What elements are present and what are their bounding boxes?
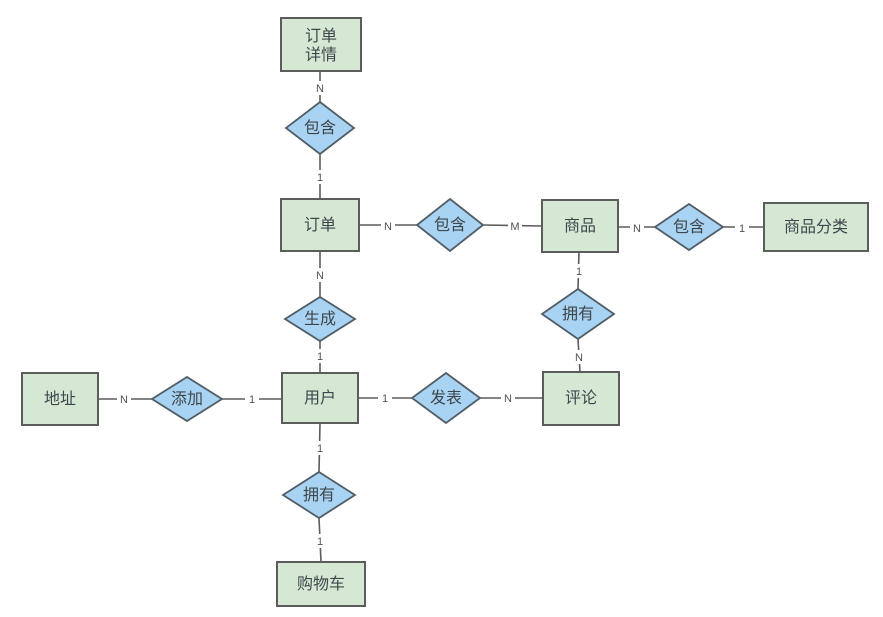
entity-address-label: 地址	[44, 390, 76, 408]
cardinality-product-contains3: N	[630, 221, 644, 235]
entity-address: 地址	[21, 372, 99, 426]
relation-generates-order-user: 生成	[283, 295, 357, 343]
relation-contains-product-category: 包含	[653, 202, 725, 252]
entity-order-detail-label-line1: 订单	[305, 27, 337, 45]
cardinality-contains3-category: 1	[735, 221, 749, 235]
cardinality-text: N	[384, 221, 392, 233]
cardinality-contains2-product: M	[508, 219, 522, 233]
cardinality-text: N	[316, 270, 324, 282]
relation-contains-order-product: 包含	[415, 197, 485, 253]
relation-publishes-user-comment-label: 发表	[430, 389, 462, 407]
cardinality-generates-user: 1	[313, 349, 327, 363]
relation-contains-orderdetail-order-label: 包含	[304, 119, 336, 137]
entity-order-detail: 订单 详情	[280, 17, 362, 72]
entity-comment-label: 评论	[565, 389, 597, 407]
entity-user: 用户	[281, 372, 359, 424]
cardinality-owns2-cart: 1	[313, 534, 327, 548]
relation-owns-product-comment: 拥有	[540, 287, 616, 341]
relation-owns-user-cart: 拥有	[281, 470, 357, 520]
cardinality-text: 1	[382, 393, 388, 405]
cardinality-adds-user: 1	[245, 392, 259, 406]
relation-contains-product-category-label: 包含	[673, 218, 705, 236]
cardinality-text: N	[120, 394, 128, 406]
cardinality-text: N	[504, 393, 512, 405]
cardinality-text: 1	[317, 351, 323, 363]
relation-contains-orderdetail-order: 包含	[284, 100, 356, 156]
entity-order-label: 订单	[304, 216, 336, 234]
relation-adds-address-user: 添加	[150, 375, 224, 423]
entity-product-label: 商品	[564, 217, 596, 235]
cardinality-contains-order: 1	[313, 170, 327, 184]
cardinality-text: 1	[249, 394, 255, 406]
cardinality-text: 1	[576, 266, 582, 278]
cardinality-text: N	[633, 223, 641, 235]
cardinality-order-contains2: N	[381, 219, 395, 233]
entity-cart: 购物车	[276, 561, 366, 607]
entity-cart-label: 购物车	[297, 575, 345, 593]
cardinality-text: N	[575, 352, 583, 364]
entity-order-detail-label-line2: 详情	[305, 46, 337, 64]
cardinality-owns-comment: N	[572, 350, 586, 364]
cardinality-text: 1	[317, 443, 323, 455]
entity-comment: 评论	[542, 371, 620, 426]
entity-product: 商品	[541, 199, 619, 253]
entity-order: 订单	[280, 198, 360, 252]
entity-product-category: 商品分类	[763, 202, 869, 252]
relation-owns-user-cart-label: 拥有	[303, 486, 335, 504]
cardinality-user-owns2: 1	[313, 441, 327, 455]
entity-user-label: 用户	[304, 389, 336, 407]
cardinality-publishes-comment: N	[501, 391, 515, 405]
cardinality-order-generates: N	[313, 268, 327, 282]
relation-owns-product-comment-label: 拥有	[562, 305, 594, 323]
edges	[98, 71, 764, 563]
relation-adds-address-user-label: 添加	[171, 390, 203, 408]
cardinality-text: 1	[317, 172, 323, 184]
cardinality-text: 1	[739, 223, 745, 235]
relation-publishes-user-comment: 发表	[410, 371, 482, 425]
relation-contains-order-product-label: 包含	[434, 216, 466, 234]
cardinality-text: N	[316, 83, 324, 95]
cardinality-product-owns: 1	[572, 264, 586, 278]
entity-product-category-label: 商品分类	[784, 218, 848, 236]
cardinality-user-publishes: 1	[378, 391, 392, 405]
cardinality-address-adds: N	[117, 392, 131, 406]
cardinality-text: M	[510, 221, 519, 233]
relation-generates-order-user-label: 生成	[304, 310, 336, 328]
cardinality-orderdetail-contains: N	[313, 81, 327, 95]
cardinality-text: 1	[317, 536, 323, 548]
